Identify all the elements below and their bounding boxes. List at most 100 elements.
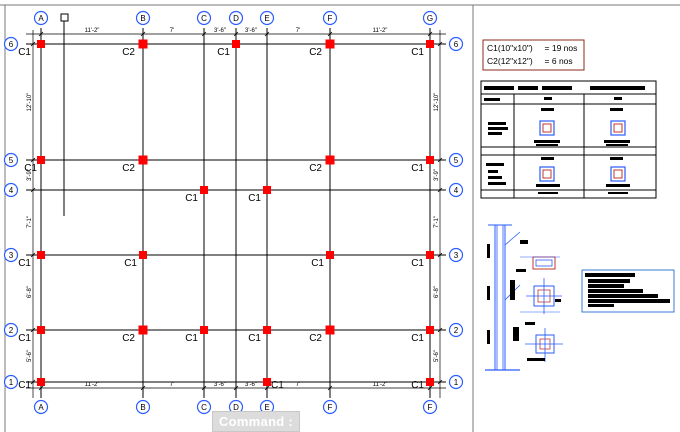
bubble-label: E — [264, 403, 269, 412]
bubble-circle — [322, 399, 338, 415]
column-label: C1 — [411, 380, 424, 391]
bubble-circle — [3, 322, 19, 338]
column-marker — [263, 326, 271, 334]
dim-text-left: 6'-8" — [27, 286, 33, 298]
column-label: C1 — [24, 163, 37, 174]
column-c1: C1 — [411, 378, 434, 391]
legend-line-c1: C1(10"x10") = 19 nos — [487, 43, 577, 53]
column-c1: C1 — [217, 40, 240, 58]
grid-bubble-bottom-c: C — [196, 399, 212, 415]
bubble-circle — [322, 10, 338, 26]
dim-tick — [140, 31, 146, 37]
column-c1: C1 — [248, 326, 271, 344]
grid-bubble-right-4: 4 — [448, 182, 464, 198]
bubble-label: A — [38, 14, 44, 23]
dim-text-bottom: 7' — [296, 382, 300, 388]
grid-bubble-left-2: 2 — [3, 322, 19, 338]
column-label: C2 — [309, 163, 322, 174]
column-label: C1 — [411, 333, 424, 344]
column-c1: C1 — [411, 326, 434, 344]
column-c1: C1 — [18, 40, 45, 58]
column-c1: C1 — [185, 186, 208, 204]
dim-tick — [30, 41, 36, 47]
command-line[interactable]: Command : — [212, 411, 300, 432]
dim-tick — [264, 385, 270, 391]
column-c2: C2 — [122, 39, 148, 58]
bubble-label: F — [328, 14, 333, 23]
column-label: C1 — [248, 193, 261, 204]
dim-tick — [427, 31, 433, 37]
column-label: C2 — [122, 333, 135, 344]
column-marker — [200, 326, 208, 334]
dim-text-top: 3'-6" — [214, 28, 226, 34]
bubble-label: C — [201, 403, 207, 412]
column-label: C1 — [271, 380, 284, 391]
column-label: C1 — [411, 47, 424, 58]
bubble-label: 5 — [9, 156, 14, 165]
column-label: C1 — [411, 258, 424, 269]
grid-bubble-left-5: 5 — [3, 152, 19, 168]
dim-tick — [30, 252, 36, 258]
bubble-circle — [3, 152, 19, 168]
bubble-circle — [259, 10, 275, 26]
column-label: C1 — [18, 258, 31, 269]
column-label: C1 — [18, 333, 31, 344]
grid-bubble-top-a: A — [33, 10, 49, 26]
column-label: C2 — [122, 47, 135, 58]
dim-text-bottom: 7' — [170, 382, 174, 388]
footing-detail-drawing — [485, 224, 563, 371]
dim-text-bottom: 11'-2" — [85, 382, 100, 388]
bubble-circle — [33, 10, 49, 26]
bubble-label: B — [140, 403, 145, 412]
column-marker — [200, 186, 208, 194]
column-marker — [426, 156, 434, 164]
dim-tick — [30, 187, 36, 193]
column-marker — [138, 325, 148, 335]
column-c1: C1 — [18, 378, 45, 391]
column-c1: C1 — [411, 156, 434, 174]
bubble-label: 3 — [454, 251, 459, 260]
column-marker — [263, 186, 271, 194]
column-c1: C1 — [124, 251, 147, 269]
column-c2: C2 — [122, 155, 148, 174]
bubble-circle — [448, 152, 464, 168]
grid-lines — [26, 28, 446, 398]
column-marker — [37, 326, 45, 334]
dim-tick — [327, 31, 333, 37]
grid-bubble-left-3: 3 — [3, 247, 19, 263]
dim-tick — [437, 252, 443, 258]
bubble-label: B — [140, 14, 145, 23]
column-c1: C1 — [311, 251, 334, 269]
column-label: C2 — [309, 333, 322, 344]
grid-bubble-top-f: F — [322, 10, 338, 26]
dim-tick — [38, 385, 44, 391]
dim-text-right: 6'-8" — [434, 286, 440, 298]
bubble-circle — [196, 399, 212, 415]
dim-text-bottom: 3'-6" — [245, 382, 257, 388]
grid-bubble-bottom-b: B — [135, 399, 151, 415]
bubble-circle — [448, 322, 464, 338]
dim-tick — [140, 385, 146, 391]
dim-text-right: 5'-6" — [434, 350, 440, 362]
dim-text-left: 7'-1" — [27, 216, 33, 228]
grid-bubble-top-b: B — [135, 10, 151, 26]
dim-tick — [437, 379, 443, 385]
column-label: C1 — [185, 333, 198, 344]
bubble-circle — [135, 399, 151, 415]
bubble-label: A — [38, 403, 44, 412]
dim-tick — [327, 385, 333, 391]
grid-bubble-bottom-d: D — [228, 399, 244, 415]
bubble-circle — [448, 247, 464, 263]
column-c1: C1 — [185, 326, 208, 344]
dim-text-right: 3'-9" — [434, 169, 440, 181]
column-marker — [138, 39, 148, 49]
general-notes-box — [581, 269, 675, 313]
grid-bubble-top-g: G — [422, 10, 438, 26]
dim-tick — [437, 41, 443, 47]
column-marker — [426, 378, 434, 386]
column-label: C2 — [122, 163, 135, 174]
column-schedule-table — [480, 80, 657, 199]
column-marker — [37, 251, 45, 259]
bubble-label: 1 — [454, 378, 459, 387]
